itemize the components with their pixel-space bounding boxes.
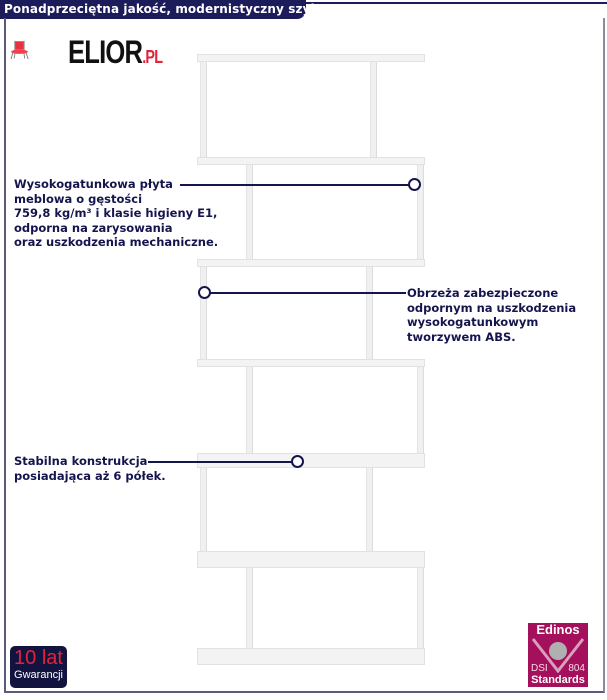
certificate-label: Standards [531,674,585,686]
callout-marker [291,455,304,468]
shelf-plank [197,359,425,367]
certificate-brand: Edinos [536,622,580,637]
shelf-panel [417,165,424,260]
warranty-label: Gwarancji [14,669,63,681]
callout-line: tworzywem ABS. [407,329,516,344]
callout-line: Stabilna konstrukcja [14,454,148,468]
shelf-panel [417,568,424,648]
tagline-bar: Ponadprzeciętna jakość, modernistyczny s… [0,0,324,19]
shelf-panel [246,568,253,648]
shelf-panel [417,367,424,455]
shelf-plank [197,259,425,267]
callout-line: meblowa o gęstości [14,191,143,206]
callout-line: odpornym na uszkodzenia [407,300,577,315]
callout-marker [198,286,211,299]
callout-construction: Stabilna konstrukcja posiadająca aż 6 pó… [14,454,166,483]
brand-name: ELIOR.PL [68,34,163,70]
shelf-panel [200,267,207,360]
edinos-certificate-badge: Edinos DSI 804 Standards [528,623,588,687]
shelf-plank [197,157,425,165]
shelf-panel [200,468,207,553]
shelf-plank [197,453,425,468]
certificate-emblem-icon [531,638,585,673]
shelf-panel [200,62,207,158]
warranty-badge: 10 lat Gwarancji [10,646,67,688]
shelf-panel [370,62,377,158]
callout-edges: Obrzeża zabezpieczone odpornym na uszkod… [407,286,576,344]
callout-marker [408,178,421,191]
callout-line: oraz uszkodzenia mechaniczne. [14,235,219,249]
callout-line: 759,8 kg/m³ i klasie higieny E1, [14,206,218,220]
content-frame [4,18,605,693]
shelf-panel [246,165,253,260]
callout-line: Obrzeża zabezpieczone [407,286,559,300]
callout-line: wysokogatunkowym [407,315,539,329]
warranty-years: 10 lat [14,647,63,669]
shelf-plank [197,54,425,62]
callout-leader [206,292,406,294]
callout-line: posiadająca aż 6 półek. [14,468,166,483]
shelf-plank [197,551,425,568]
chair-icon [10,40,29,60]
callout-leader [148,461,294,463]
shelf-panel [366,468,373,553]
callout-line: Wysokogatunkowa płyta [14,177,173,191]
shelf-panel [246,367,253,455]
callout-leader [180,184,410,186]
certificate-left: DSI [531,663,548,674]
callout-board-material: Wysokogatunkowa płyta meblowa o gęstości… [14,177,218,250]
callout-line: odporna na zarysowania [14,220,173,235]
shelf-plank [197,648,425,665]
certificate-right: 804 [568,663,585,674]
shelf-panel [366,267,373,360]
